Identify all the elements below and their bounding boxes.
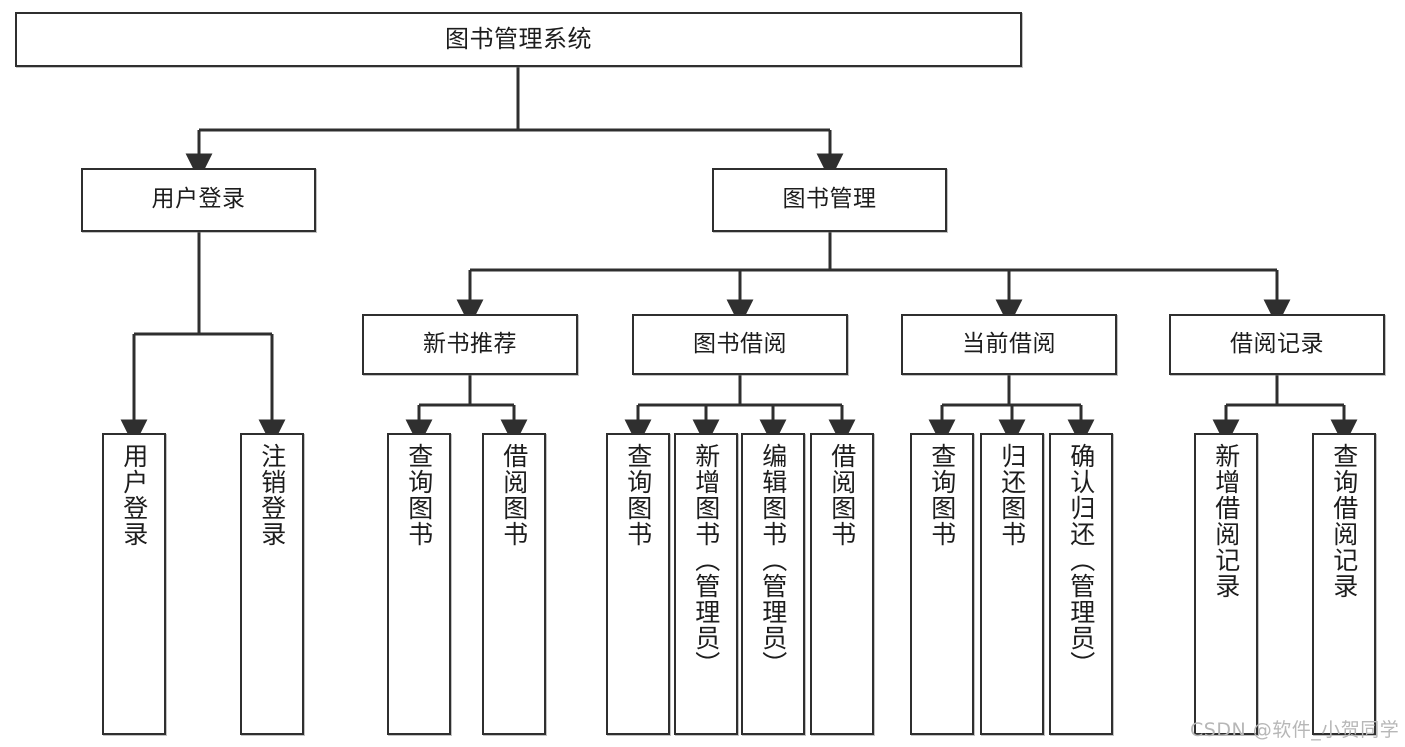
node-new-book-recommend-label: 新书推荐 xyxy=(423,330,517,357)
node-leaf-query-record-label: 查询借阅记录 xyxy=(1329,443,1359,599)
node-leaf-query-record[interactable]: 查询借阅记录 xyxy=(1312,433,1376,735)
node-leaf-query-book-1[interactable]: 查询图书 xyxy=(387,433,451,735)
node-leaf-borrow-book-1[interactable]: 借阅图书 xyxy=(482,433,546,735)
node-leaf-confirm-return-label: 确认归还（管理员） xyxy=(1066,443,1096,677)
node-leaf-query-book-2[interactable]: 查询图书 xyxy=(606,433,670,735)
node-current-borrow-label: 当前借阅 xyxy=(962,330,1056,357)
node-leaf-add-record-label: 新增借阅记录 xyxy=(1211,443,1241,599)
node-user-login-label: 用户登录 xyxy=(151,186,246,213)
node-root-label: 图书管理系统 xyxy=(445,25,592,54)
node-borrow-record-label: 借阅记录 xyxy=(1230,330,1324,357)
node-leaf-query-book-3-label: 查询图书 xyxy=(927,443,957,547)
node-leaf-edit-book-label: 编辑图书（管理员） xyxy=(758,443,788,677)
node-book-manage[interactable]: 图书管理 xyxy=(712,168,947,232)
node-current-borrow[interactable]: 当前借阅 xyxy=(901,314,1117,375)
node-leaf-borrow-book-2[interactable]: 借阅图书 xyxy=(810,433,874,735)
node-leaf-borrow-book-2-label: 借阅图书 xyxy=(827,443,857,547)
node-leaf-return-book-label: 归还图书 xyxy=(997,443,1027,547)
node-leaf-borrow-book-1-label: 借阅图书 xyxy=(499,443,529,547)
node-leaf-edit-book[interactable]: 编辑图书（管理员） xyxy=(741,433,805,735)
node-book-borrow-label: 图书借阅 xyxy=(693,330,787,357)
node-leaf-add-record[interactable]: 新增借阅记录 xyxy=(1194,433,1258,735)
node-leaf-add-book[interactable]: 新增图书（管理员） xyxy=(674,433,738,735)
node-leaf-query-book-3[interactable]: 查询图书 xyxy=(910,433,974,735)
node-leaf-logout-login[interactable]: 注销登录 xyxy=(240,433,304,735)
node-root[interactable]: 图书管理系统 xyxy=(15,12,1022,67)
node-leaf-add-book-label: 新增图书（管理员） xyxy=(691,443,721,677)
node-book-manage-label: 图书管理 xyxy=(782,186,877,213)
node-leaf-query-book-2-label: 查询图书 xyxy=(623,443,653,547)
node-new-book-recommend[interactable]: 新书推荐 xyxy=(362,314,578,375)
node-user-login[interactable]: 用户登录 xyxy=(81,168,316,232)
node-borrow-record[interactable]: 借阅记录 xyxy=(1169,314,1385,375)
node-leaf-user-login[interactable]: 用户登录 xyxy=(102,433,166,735)
node-leaf-confirm-return[interactable]: 确认归还（管理员） xyxy=(1049,433,1113,735)
node-leaf-logout-login-label: 注销登录 xyxy=(257,443,287,547)
node-book-borrow[interactable]: 图书借阅 xyxy=(632,314,848,375)
csdn-watermark: CSDN @软件_小贺同学 xyxy=(1190,719,1400,741)
node-leaf-return-book[interactable]: 归还图书 xyxy=(980,433,1044,735)
node-leaf-query-book-1-label: 查询图书 xyxy=(404,443,434,547)
node-leaf-user-login-label: 用户登录 xyxy=(119,443,149,547)
